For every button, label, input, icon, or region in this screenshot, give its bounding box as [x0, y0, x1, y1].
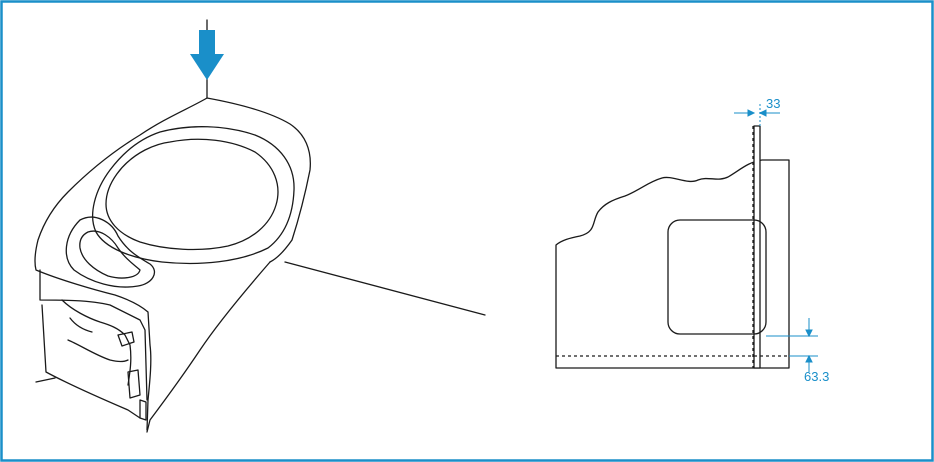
toilet-illustration — [34, 19, 486, 433]
base-right — [146, 261, 271, 433]
base-front-panel — [41, 304, 141, 419]
mech-detail-3 — [117, 331, 135, 347]
seat-right-edge — [206, 97, 311, 263]
mech-detail-2 — [69, 317, 93, 333]
dimension-label-bottom: 63.3 — [804, 369, 829, 384]
handle-grip-inner — [79, 230, 141, 279]
handle-grip — [65, 216, 155, 288]
section-window — [667, 219, 767, 335]
mech-detail-1 — [67, 339, 129, 363]
leader-line — [284, 261, 486, 316]
section-detail — [555, 125, 790, 369]
base-foot — [139, 399, 147, 421]
base-lower-lip — [35, 377, 56, 383]
dimension-label-top: 33 — [766, 96, 780, 111]
vertical-rod — [753, 125, 761, 369]
dimension-markers — [734, 104, 818, 372]
mech-detail-4 — [127, 369, 141, 399]
press-arrow-icon — [190, 30, 224, 80]
seat-lid — [105, 138, 279, 251]
seat-rim — [92, 126, 295, 265]
base-body — [39, 269, 148, 401]
base-inner-mech — [61, 299, 132, 386]
section-outline — [555, 159, 790, 369]
seat-shell — [34, 97, 208, 431]
